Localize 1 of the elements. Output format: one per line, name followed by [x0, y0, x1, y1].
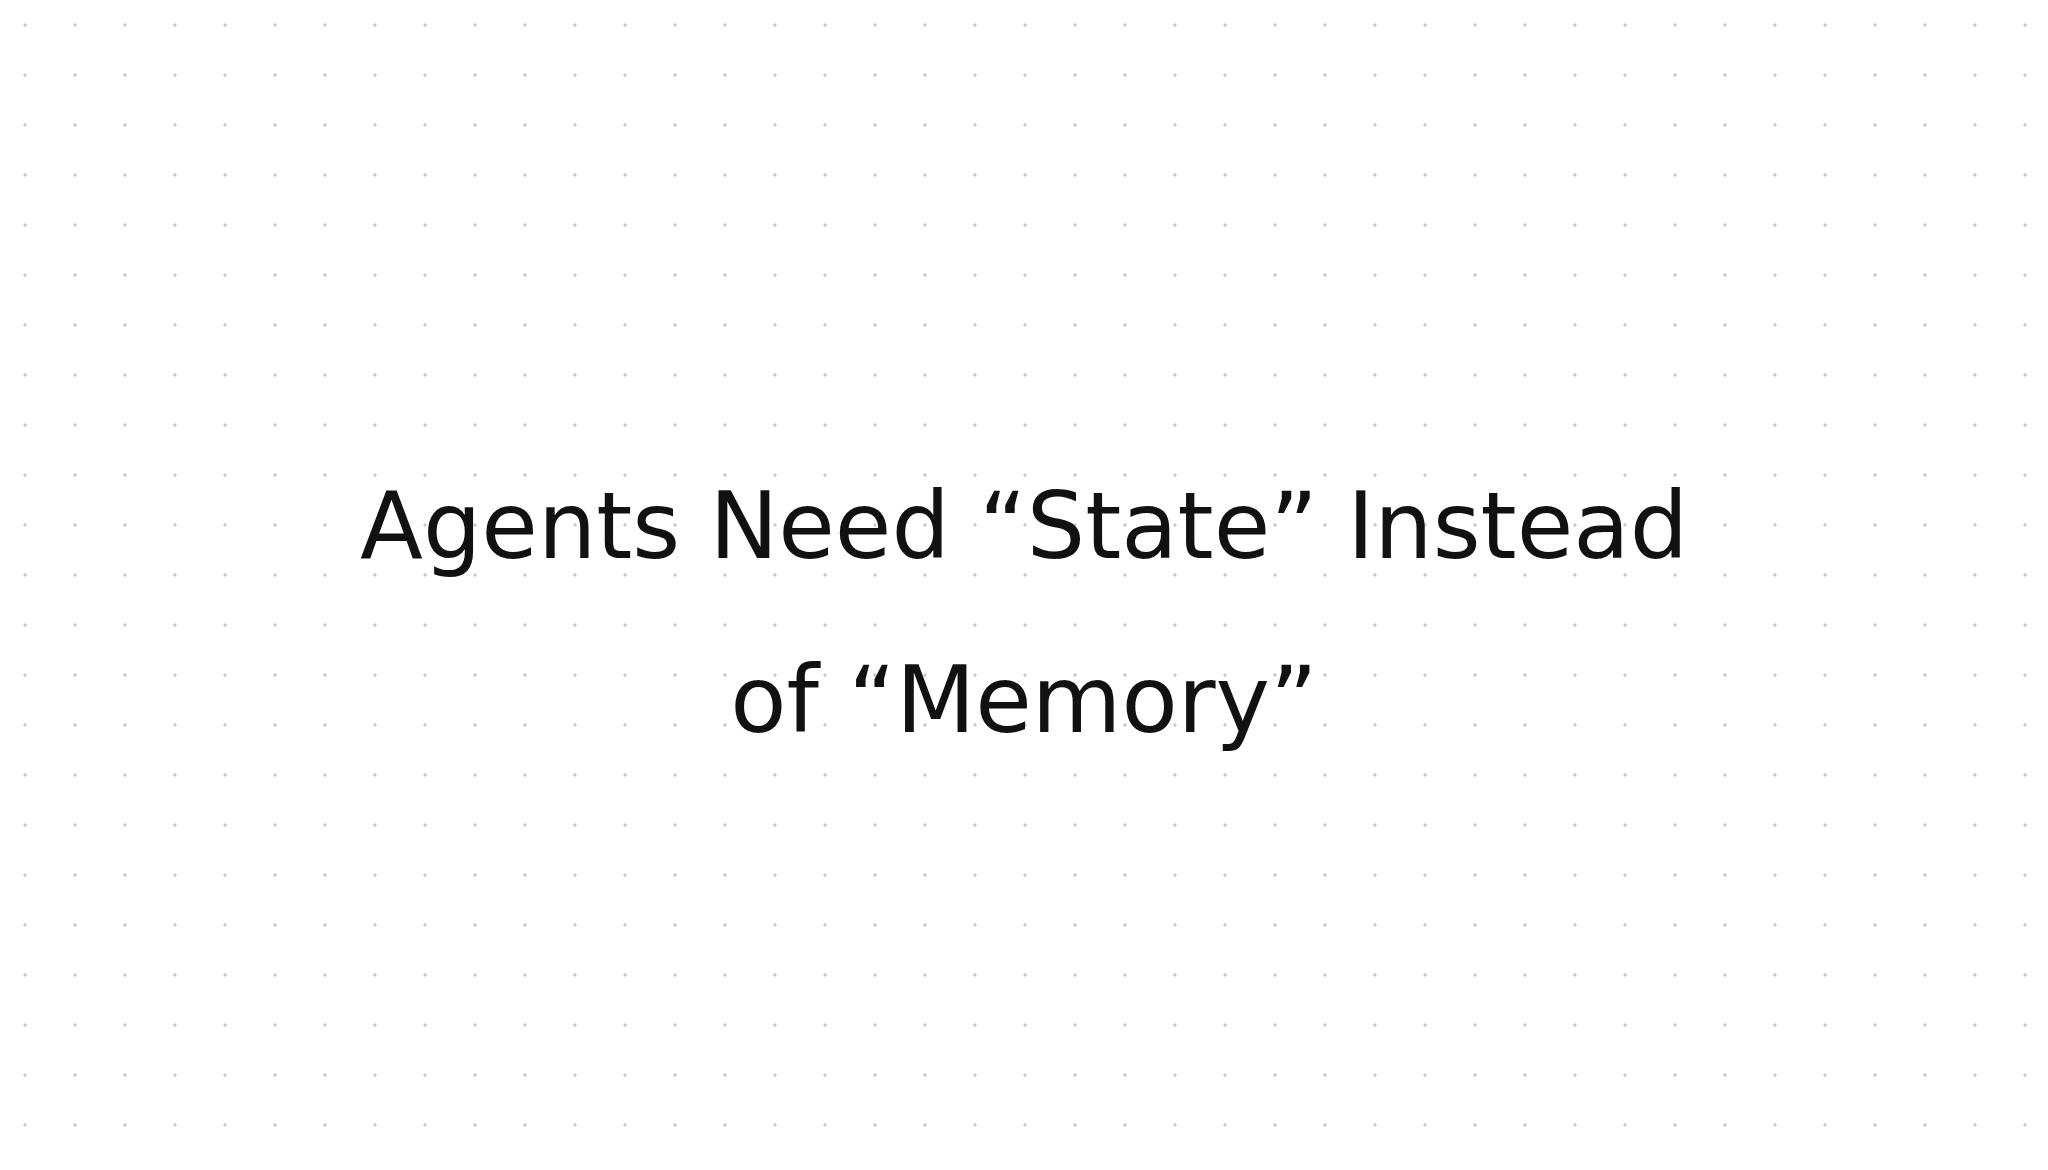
title-heading: Agents Need “State” Instead of “Memory”: [358, 472, 1690, 756]
